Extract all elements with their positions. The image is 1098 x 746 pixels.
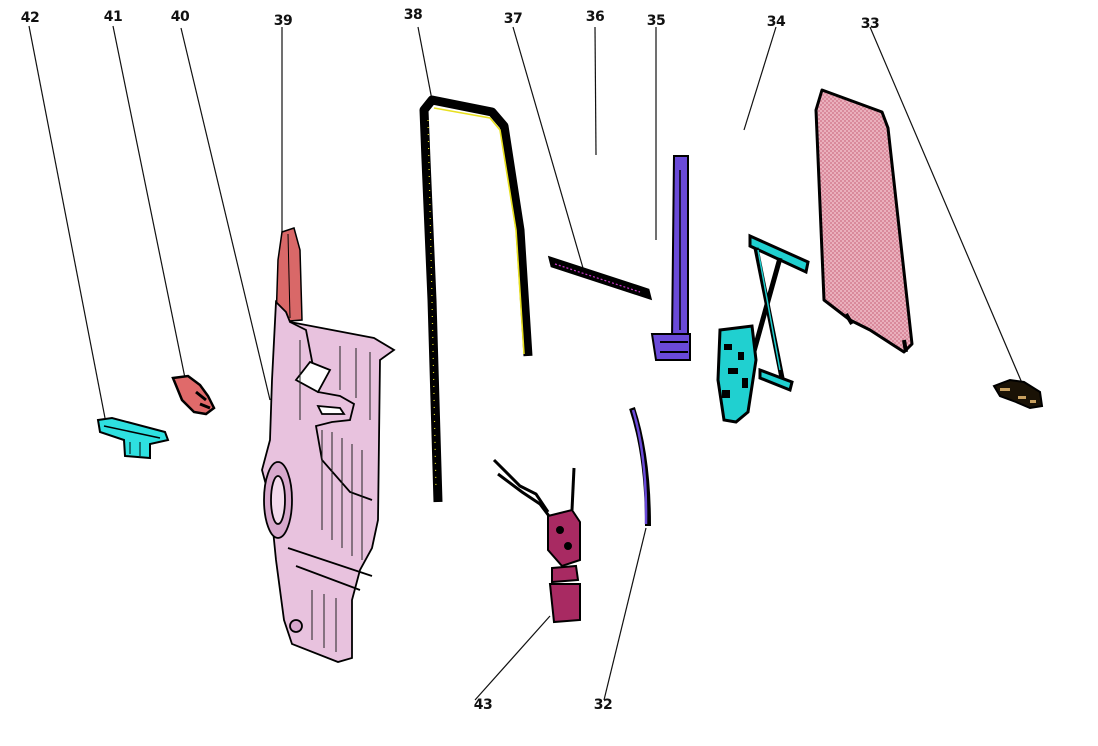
part-42-switch-bezel-icon xyxy=(96,416,170,460)
part-32-front-guide-channel-icon xyxy=(629,407,651,527)
callout-34: 34 xyxy=(766,14,786,30)
part-37-belt-weatherstrip-icon xyxy=(547,255,653,301)
part-33-door-check-icon xyxy=(992,378,1044,410)
callout-32: 32 xyxy=(593,697,613,713)
part-35-window-regulator-icon xyxy=(716,233,810,424)
part-36-rear-guide-channel-icon xyxy=(650,155,691,361)
part-34-door-glass-icon xyxy=(814,88,914,354)
callout-42: 42 xyxy=(20,10,40,26)
callout-35: 35 xyxy=(646,13,666,29)
part-41-inner-handle-icon xyxy=(171,374,216,416)
callout-33: 33 xyxy=(860,16,880,32)
part-39-sail-cover-icon xyxy=(275,227,303,323)
callout-38: 38 xyxy=(403,7,423,23)
callout-40: 40 xyxy=(170,9,190,25)
callout-36: 36 xyxy=(585,9,605,25)
callout-37: 37 xyxy=(503,11,523,27)
part-40-door-trim-panel-icon xyxy=(261,299,396,663)
callout-39: 39 xyxy=(273,13,293,29)
part-38-glass-run-channel-icon xyxy=(419,95,533,503)
callout-43: 43 xyxy=(473,697,493,713)
leader-lines xyxy=(28,25,1023,701)
callout-41: 41 xyxy=(103,9,123,25)
part-43-lock-actuator-icon xyxy=(492,458,581,624)
